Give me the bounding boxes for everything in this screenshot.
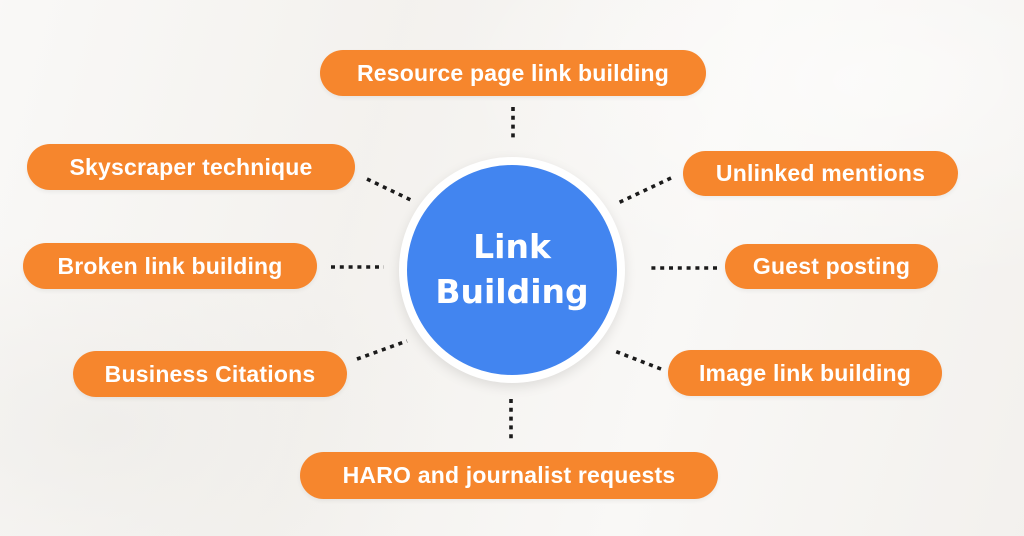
node-haro-and-journalist-requests: HARO and journalist requests	[300, 452, 718, 499]
connector-bottom-right	[611, 348, 662, 371]
node-broken-link-building: Broken link building	[23, 243, 317, 289]
center-label-line1: Link	[473, 227, 551, 267]
connector-top-right	[617, 176, 672, 205]
connector-top-left	[366, 177, 414, 203]
center-node-link-building: Link Building	[399, 157, 625, 383]
node-skyscraper-technique: Skyscraper technique	[27, 144, 355, 190]
node-image-link-building: Image link building	[668, 350, 942, 396]
connector-bottom-left	[356, 339, 408, 361]
node-resource-page-link-building: Resource page link building	[320, 50, 706, 96]
node-business-citations: Business Citations	[73, 351, 347, 397]
node-guest-posting: Guest posting	[725, 244, 938, 289]
node-unlinked-mentions: Unlinked mentions	[683, 151, 958, 196]
center-label-line2: Building	[435, 272, 589, 311]
